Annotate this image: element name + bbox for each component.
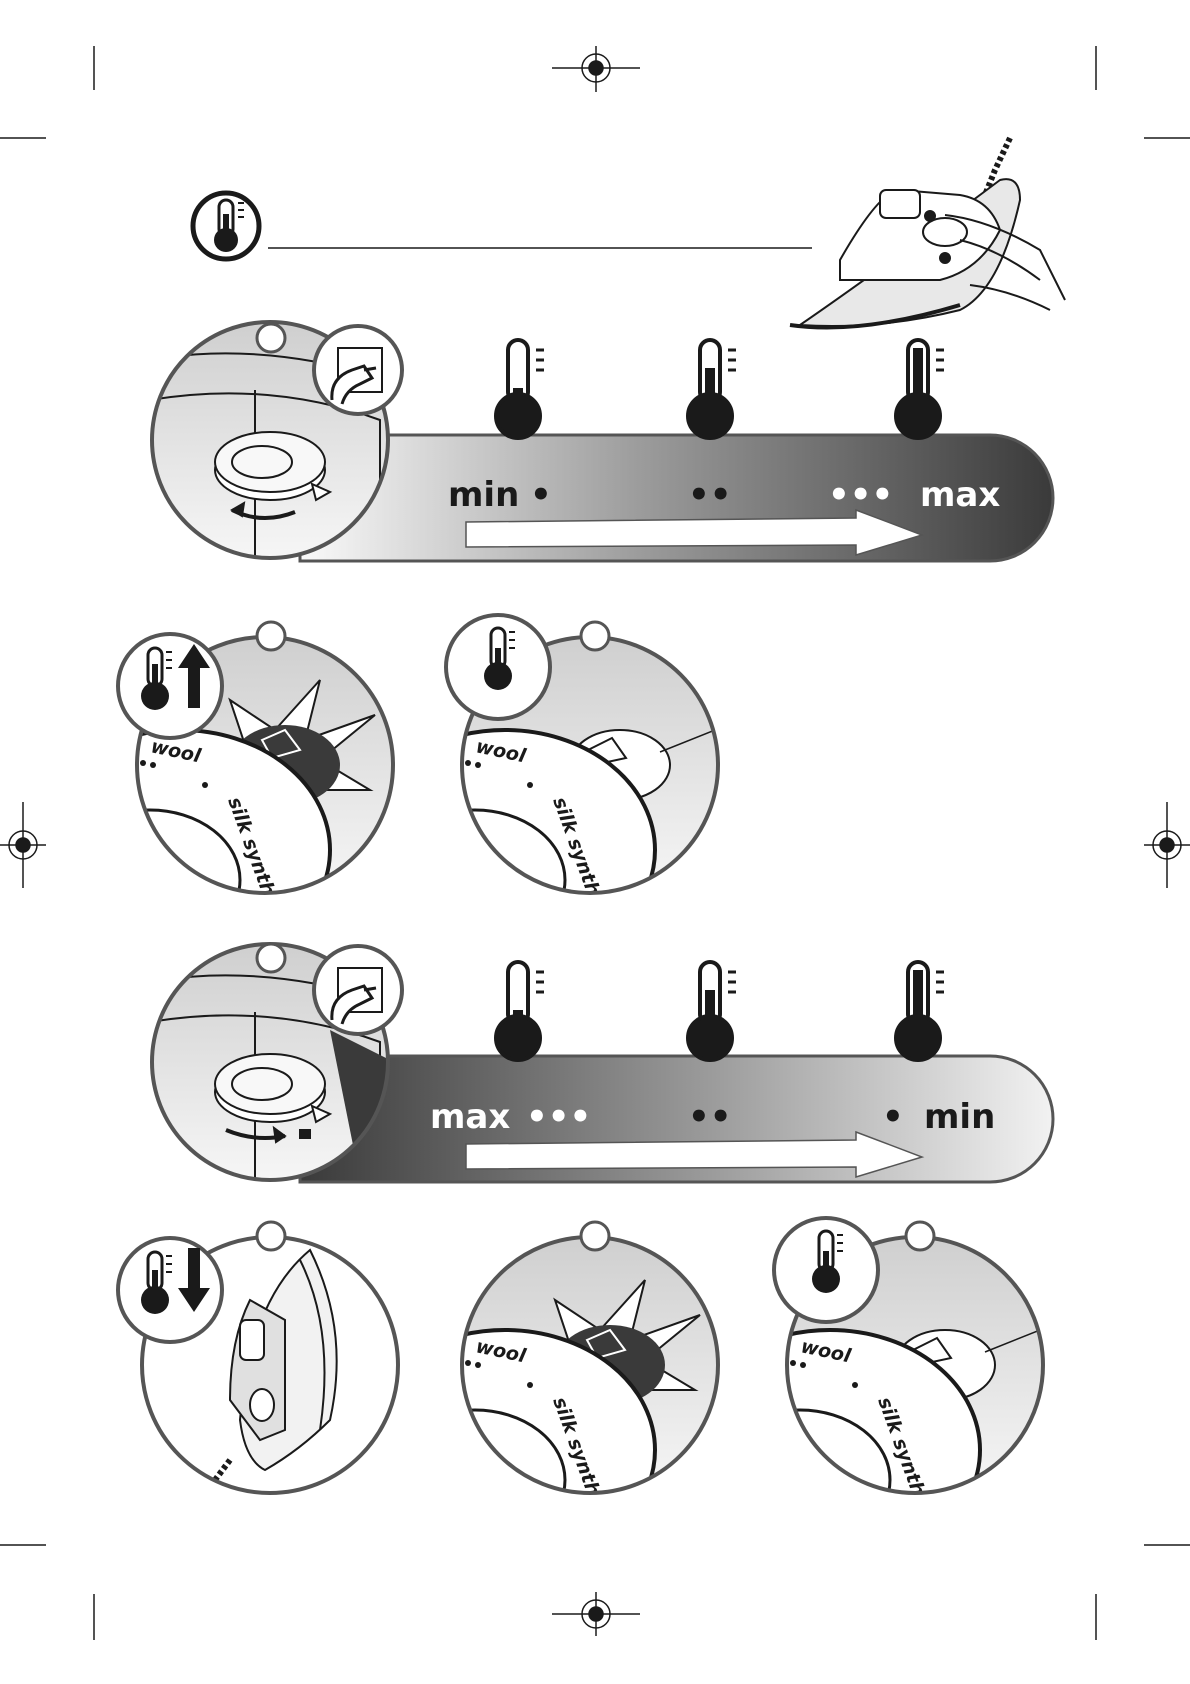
temperature-bar-decreasing: max ••• •• • min: [298, 1054, 1055, 1184]
bar2-dots-right: •: [882, 1097, 904, 1137]
thermometer-low: [494, 338, 546, 440]
thermometer-down-arrow-icon: [116, 1236, 224, 1344]
temperature-bar-increasing: min • •• ••• max: [298, 433, 1055, 563]
bar2-dots-middle: ••: [688, 1097, 731, 1137]
registration-marks: [0, 46, 1190, 1640]
header-thermometer-icon: [190, 190, 262, 262]
bar1-direction-arrow: [465, 508, 925, 557]
thermometer-ready-icon: [444, 613, 552, 721]
step-badge: [255, 620, 287, 652]
step-badge: [255, 942, 287, 974]
bar1-dots-middle: ••: [688, 475, 731, 515]
registration-target-right: [1144, 802, 1190, 888]
bar2-dots-left: •••: [526, 1097, 591, 1137]
thermometer-low: [494, 960, 546, 1062]
step-badge: [255, 322, 287, 354]
iron-with-hand-illustration: [789, 136, 1066, 330]
thermometer-high: [894, 338, 946, 440]
thermometer-ready-icon: [772, 1216, 880, 1324]
step-badge: [579, 620, 611, 652]
dial-light-on-circle: wool silk synth.: [460, 1220, 720, 1495]
bar2-label-left: max: [430, 1097, 510, 1137]
bar2-direction-arrow: [465, 1130, 925, 1179]
step-badge: [904, 1220, 936, 1252]
registration-target-bottom: [552, 1592, 640, 1636]
bar1-dots-right: •••: [828, 475, 893, 515]
thermometer-medium: [686, 960, 738, 1062]
thermometer-high: [894, 960, 946, 1062]
thermometer-medium: [686, 338, 738, 440]
plug-socket-icon: [312, 944, 404, 1036]
thermometer-up-arrow-icon: [116, 632, 224, 740]
plug-socket-icon: [312, 324, 404, 416]
registration-target-left: [0, 802, 46, 888]
bar1-dots-left: •: [530, 475, 552, 515]
step-badge: [255, 1220, 287, 1252]
bar2-label-right: min: [924, 1097, 995, 1137]
step-badge: [579, 1220, 611, 1252]
bar1-label-left: min: [448, 475, 519, 515]
bar1-label-right: max: [920, 475, 1000, 515]
registration-target-top: [552, 46, 640, 92]
